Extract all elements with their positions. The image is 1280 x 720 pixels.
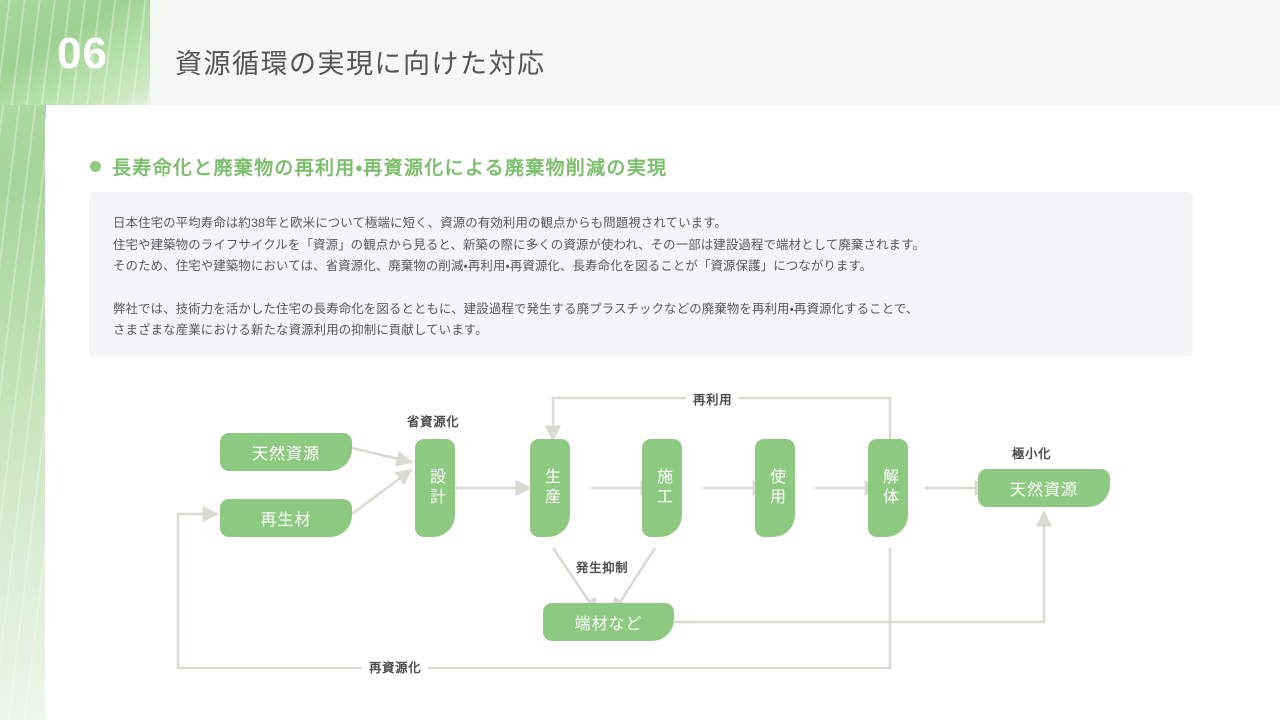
paragraph2-line2: さまざまな産業における新たな資源利用の抑制に貢献しています。 bbox=[113, 323, 488, 337]
node-production: 生産 bbox=[530, 439, 570, 537]
section-heading-label: 長寿命化と廃棄物の再利用・再資源化による廃棄物削減の実現 bbox=[112, 158, 668, 179]
label-recycling: 再資源化 bbox=[362, 658, 429, 676]
node-design: 設計 bbox=[415, 439, 455, 537]
node-offcuts: 端材など bbox=[543, 603, 674, 641]
node-label: 解体 bbox=[880, 468, 897, 508]
node-label: 設計 bbox=[427, 468, 444, 508]
node-natural-resource-output: 天然資源 bbox=[978, 469, 1110, 507]
page-title: 資源循環の実現に向けた対応 bbox=[175, 49, 546, 79]
left-gradient-strip bbox=[0, 0, 46, 720]
header-stripes-pattern bbox=[0, 0, 150, 105]
node-use: 使用 bbox=[755, 439, 795, 537]
paragraph1-line3: そのため、住宅や建築物においては、省資源化、廃棄物の削減・再利用・再資源化、長寿… bbox=[113, 259, 873, 273]
node-label: 再生材 bbox=[260, 512, 312, 529]
label-generation-control: 発生抑制 bbox=[576, 561, 629, 575]
node-recycled-material: 再生材 bbox=[220, 499, 352, 537]
strip-stripes-pattern bbox=[0, 0, 46, 720]
resource-cycle-diagram: 天然資源 再生材 設計 生産 施工 使用 解体 天然資源 bbox=[45, 108, 1235, 720]
content-card: 長寿命化と廃棄物の再利用・再資源化による廃棄物削減の実現 日本住宅の平均寿命は約… bbox=[45, 108, 1235, 720]
label-resource-saving: 省資源化 bbox=[407, 415, 460, 429]
header-number-block: 06 bbox=[0, 0, 150, 105]
node-label: 生産 bbox=[542, 468, 559, 508]
node-label: 天然資源 bbox=[251, 446, 320, 463]
node-label: 施工 bbox=[654, 468, 671, 508]
node-demolition: 解体 bbox=[868, 439, 908, 537]
paragraph1-line1: 日本住宅の平均寿命は約38年と欧米について極端に短く、資源の有効利用の観点からも… bbox=[113, 216, 728, 230]
node-natural-resource-input: 天然資源 bbox=[220, 433, 352, 471]
section-number: 06 bbox=[57, 29, 108, 78]
paragraph1-line2: 住宅や建築物のライフサイクルを「資源」の観点から見ると、新築の際に多くの資源が使… bbox=[113, 237, 925, 252]
node-label: 端材など bbox=[574, 616, 643, 633]
bullet-dot-icon bbox=[90, 161, 101, 172]
description-panel: 日本住宅の平均寿命は約38年と欧米について極端に短く、資源の有効利用の観点からも… bbox=[89, 192, 1193, 356]
node-label: 天然資源 bbox=[1009, 482, 1078, 499]
diagram-connectors bbox=[176, 396, 1053, 670]
paragraph2-line1: 弊社では、技術力を活かした住宅の長寿命化を図るとともに、建設過程で発生する廃プラ… bbox=[113, 301, 919, 316]
node-construction: 施工 bbox=[642, 439, 682, 537]
label-minimization: 極小化 bbox=[1012, 447, 1052, 461]
label-reuse: 再利用 bbox=[686, 390, 740, 408]
node-label: 使用 bbox=[767, 468, 784, 508]
header-band: 06 資源循環の実現に向けた対応 bbox=[0, 0, 1280, 105]
section-heading: 長寿命化と廃棄物の再利用・再資源化による廃棄物削減の実現 bbox=[90, 153, 667, 180]
